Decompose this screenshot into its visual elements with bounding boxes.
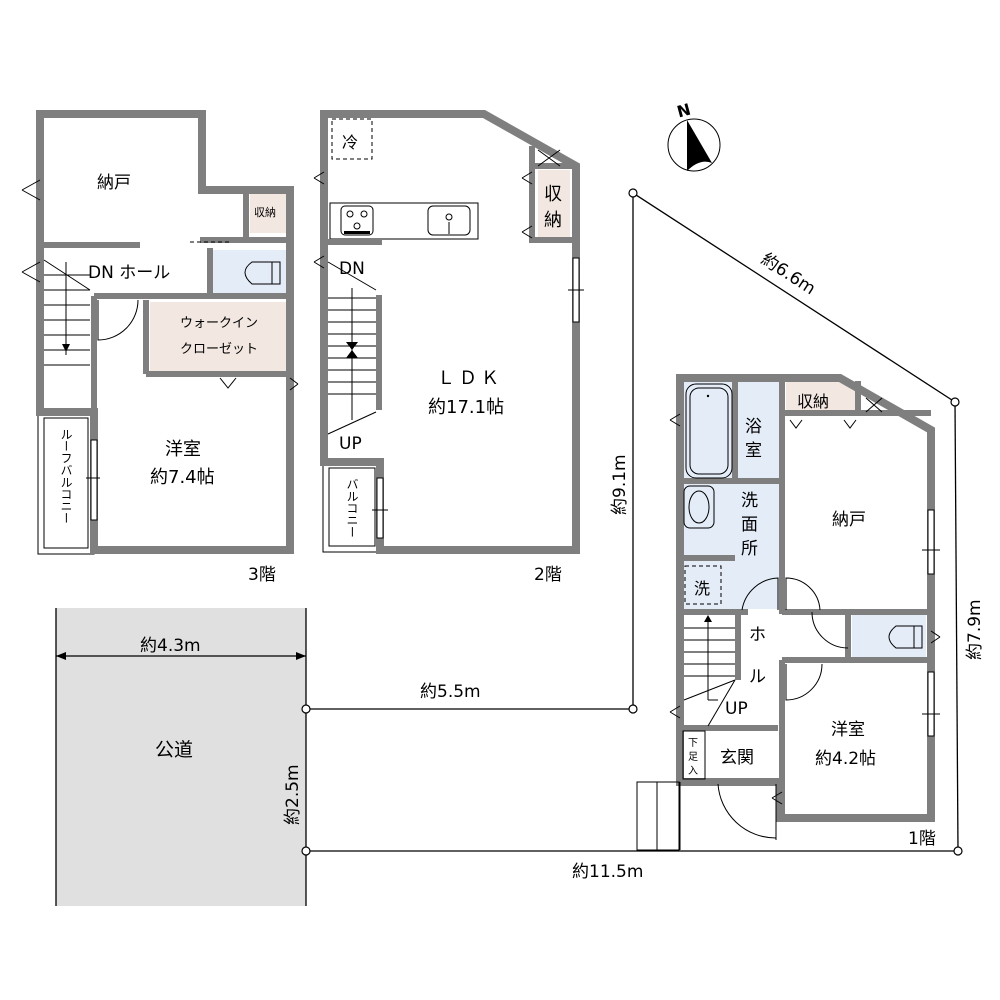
entrance-label: 玄関 [720,748,754,768]
floor1-storeroom-label: 納戸 [832,510,866,530]
washroom-label-3: 所 [741,539,758,559]
road-label: 公道 [155,739,193,761]
public-road: 約4.3m 公道 [55,608,307,906]
stove-icon [340,205,374,236]
floor3-western-size: 約7.4帖 [150,467,215,488]
floor2-up-label: UP [339,434,362,454]
shoe-cabinet-label-2: 足 [688,751,698,763]
washer-space [684,565,722,605]
floor-3-plan [21,110,299,555]
floor-2-label: 2階 [534,565,562,585]
floor2-storage-label-1: 収 [544,184,562,205]
north-diag-dim: 約6.6m [757,249,819,299]
stairs-3f [43,259,91,366]
floor1-hall-label-2: ル [749,667,766,687]
shoe-cabinet-label-3: 入 [688,766,698,777]
floor1-storage-label: 収納 [797,392,829,411]
ldk-label: ＬＤＫ [437,368,503,389]
floor3-walkin-label-2: クローゼット [180,342,258,357]
frontage-upper-dim: 約5.5m [420,682,481,702]
frontage-total-dim: 約11.5m [572,862,643,882]
floor-3-label: 3階 [248,565,276,585]
floor3-storeroom-label: 納戸 [97,173,131,193]
sink-icon [427,205,471,236]
floor3-roof-balcony-label: ルーフバルコニー [59,428,73,524]
ldk-size: 約17.1帖 [428,397,504,418]
floor1-western-label: 洋室 [831,720,865,740]
road-width-dim: 約4.3m [140,636,201,656]
stairs-2f [327,261,377,435]
floor3-storage-label: 収納 [254,206,276,219]
floor3-walkin-label-1: ウォークイン [180,316,258,331]
floor-2-plan [313,110,584,554]
floor3-hall-label: DN ホール [88,263,170,283]
floor2-dn-label: DN [339,259,365,279]
bath-label-1: 浴 [745,417,762,437]
site-boundary [301,188,963,856]
east-side-dim: 約7.9m [965,599,985,660]
toilet-icon-1f [888,625,923,649]
stairs-1f [683,615,736,727]
floor-1-label: 1階 [908,829,936,849]
north-arrow-icon: N [667,100,721,172]
toilet-icon [244,261,281,285]
access-width-dim: 約2.5m [283,764,303,825]
washroom-label-2: 面 [741,515,758,535]
west-side-dim: 約9.1m [610,454,630,515]
bathtub-icon [685,383,733,479]
north-label: N [675,100,693,122]
floor2-storage-label-2: 納 [544,210,562,231]
floor1-western-size: 約4.2帖 [815,749,876,769]
floor3-western-label: 洋室 [165,439,201,460]
washer-label: 洗 [694,579,710,598]
fridge-space [331,118,373,160]
shoe-cabinet-label-1: 下 [688,738,698,749]
floor-1-plan [636,374,941,851]
floor2-balcony-label: バルコニー [345,478,359,538]
fridge-label: 冷 [342,133,358,152]
bath-label-2: 室 [745,441,762,461]
washbasin-icon [683,485,715,529]
floor1-up-label: UP [725,699,748,719]
floor1-hall-label-1: ホ [749,625,766,645]
washroom-label-1: 洗 [741,491,758,511]
